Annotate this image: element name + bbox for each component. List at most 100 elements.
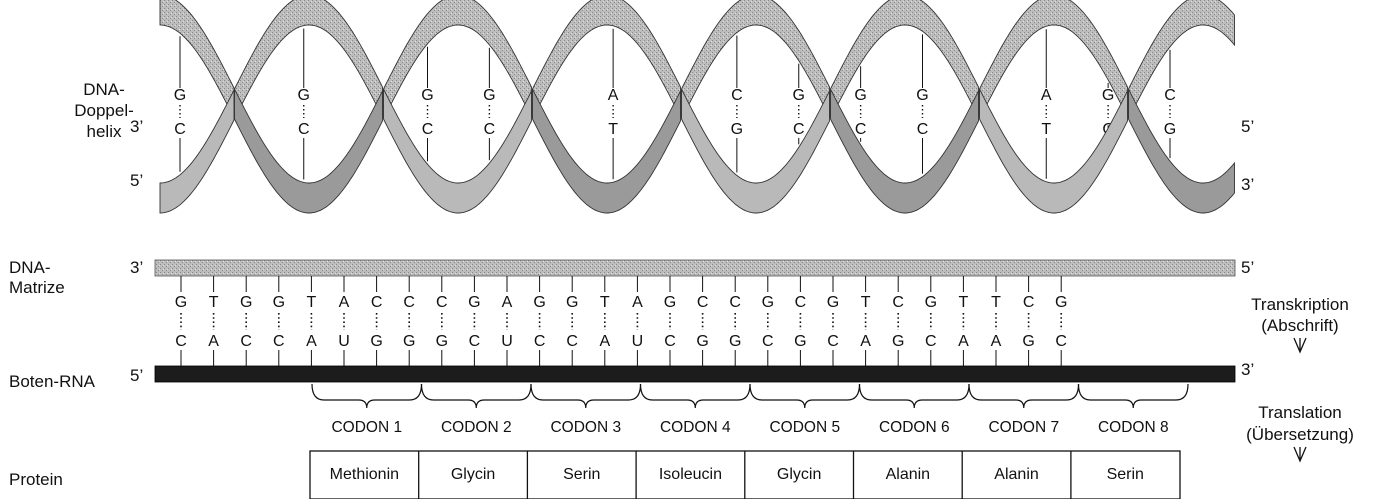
rna-base: C — [1055, 333, 1067, 350]
dna-template-strand — [155, 260, 1235, 276]
codon-brace — [860, 384, 970, 408]
rna-base: U — [501, 333, 513, 350]
codon-label: CODON 7 — [988, 419, 1059, 436]
helix-base-bottom: G — [731, 121, 743, 138]
rna-base: G — [370, 333, 382, 350]
helix-strand-segment — [533, 89, 681, 213]
translation-sublabel: (Übersetzung) — [1246, 425, 1354, 444]
transcription-label: Transkription — [1251, 295, 1349, 314]
amino-acid: Isoleucin — [659, 466, 722, 483]
helix-strand-segment — [831, 0, 979, 119]
amino-acid: Alanin — [994, 466, 1038, 483]
helix-base-top: C — [1164, 87, 1176, 104]
dna-double-helix: GCGCGCGCATCGGCGCGCATGCCG — [160, 0, 1235, 213]
template-base: C — [436, 294, 448, 311]
template-rna-pairs: GCTAGCGCTAAUCGCGCGGCAUGCGCTAAUGCCGCGGCCG… — [175, 276, 1068, 366]
rna-base: C — [469, 333, 481, 350]
rna-left-end: 5’ — [130, 366, 143, 385]
helix-strand-segment — [384, 0, 532, 119]
rna-base: A — [599, 333, 610, 350]
label-protein: Protein — [9, 470, 63, 489]
helix-base-bottom: C — [298, 121, 310, 138]
rna-base: U — [338, 333, 350, 350]
amino-acid: Glycin — [451, 466, 495, 483]
transcription-sublabel: (Abschrift) — [1261, 316, 1338, 335]
codon-brace — [531, 384, 641, 408]
helix-base-top: G — [421, 87, 433, 104]
template-base: T — [209, 294, 219, 311]
codon-label: CODON 8 — [1098, 419, 1169, 436]
template-base: G — [175, 294, 187, 311]
helix-base-bottom: C — [917, 121, 929, 138]
label-dna-template-line2: Matrize — [9, 278, 65, 297]
template-base: T — [600, 294, 610, 311]
helix-base-top: A — [608, 87, 619, 104]
helix-base-bottom: C — [422, 121, 434, 138]
rna-base: G — [436, 333, 448, 350]
template-base: G — [925, 294, 937, 311]
transcription-arrow-icon — [1294, 338, 1306, 352]
template-base: G — [1055, 294, 1067, 311]
template-base: G — [533, 294, 545, 311]
amino-acid: Serin — [563, 466, 600, 483]
helix-base-bottom: T — [608, 121, 618, 138]
label-helix-line3: helix — [87, 122, 122, 141]
rna-base: A — [991, 333, 1002, 350]
helix-front-strand — [160, 89, 1235, 213]
template-base: C — [892, 294, 904, 311]
rna-base: A — [306, 333, 317, 350]
template-base: T — [861, 294, 871, 311]
rna-base: C — [925, 333, 937, 350]
template-base: G — [468, 294, 480, 311]
template-base: C — [1023, 294, 1035, 311]
label-dna-template-line1: DNA- — [9, 258, 51, 277]
template-left-end: 3’ — [130, 258, 143, 277]
rna-base: U — [632, 333, 644, 350]
helix-base-top: C — [731, 87, 743, 104]
label-doppel-line2: Doppel- — [74, 101, 134, 120]
helix-strand-segment — [160, 0, 234, 118]
amino-acid: Alanin — [886, 466, 930, 483]
rna-base: C — [664, 333, 676, 350]
codon-label: CODON 4 — [660, 419, 731, 436]
helix-base-top: G — [793, 87, 805, 104]
codon-brace — [1079, 384, 1189, 408]
rna-base: G — [1022, 333, 1034, 350]
label-boten-rna: Boten-RNA — [9, 372, 96, 391]
rna-base: C — [240, 333, 252, 350]
helix-strand-segment — [1129, 0, 1235, 119]
helix-base-bottom: C — [484, 121, 496, 138]
template-base: A — [502, 294, 513, 311]
codon-brace — [969, 384, 1079, 408]
codon-label: CODON 1 — [331, 419, 402, 436]
rna-base: G — [794, 333, 806, 350]
rna-base: A — [958, 333, 969, 350]
template-base: T — [959, 294, 969, 311]
helix-base-bottom: C — [855, 121, 867, 138]
rna-base: C — [827, 333, 839, 350]
rna-base: A — [860, 333, 871, 350]
template-base: T — [307, 294, 317, 311]
rna-right-end: 3’ — [1241, 360, 1254, 379]
translation-label: Translation — [1258, 403, 1341, 422]
helix-left-top-end: 3’ — [130, 117, 143, 136]
helix-base-top: G — [174, 87, 186, 104]
rna-base: C — [273, 333, 285, 350]
codon-label: CODON 3 — [550, 419, 621, 436]
rna-base: G — [892, 333, 904, 350]
helix-back-strand — [160, 0, 1235, 119]
helix-left-bottom-end: 5’ — [130, 171, 143, 190]
helix-strand-segment — [682, 89, 830, 213]
helix-strand-segment — [980, 89, 1128, 213]
template-base: C — [795, 294, 807, 311]
template-base: G — [273, 294, 285, 311]
rna-base: C — [175, 333, 187, 350]
helix-base-bottom: T — [1041, 121, 1051, 138]
rna-base: G — [696, 333, 708, 350]
label-dna-line1: DNA- — [83, 80, 125, 99]
helix-base-top: G — [854, 87, 866, 104]
messenger-rna-strand — [155, 366, 1235, 382]
